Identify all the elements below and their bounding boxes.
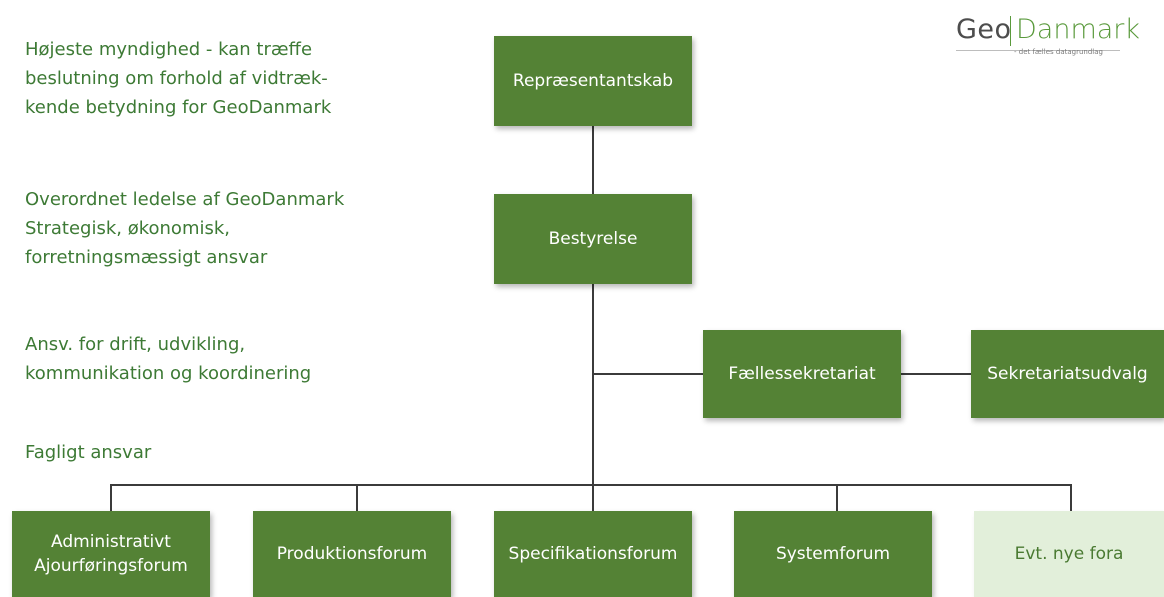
node-systemforum: Systemforum [734,511,932,597]
logo-geo-text: Geo [956,14,1012,45]
geodanmark-logo: Geo Danmark - det fælles datagrundlag [950,8,1140,68]
connector-trunk-faellessekretariat [593,373,703,375]
node-bestyrelse: Bestyrelse [494,194,692,284]
logo-tagline: - det fælles datagrundlag [1014,48,1103,56]
node-specifikationsforum-label: Specifikationsforum [508,544,678,564]
logo-separator [1010,16,1011,46]
logo-underline [956,50,1120,51]
node-administrativt-label: Administrativt Ajourføringsforum [34,532,188,576]
description-level-3: Ansv. for drift, udvikling, kommunikatio… [25,334,312,384]
connector-rep-best [592,126,594,194]
node-repraesentantskab: Repræsentantskab [494,36,692,126]
connector-drop-administrativt [110,484,112,511]
description-level-1: Højeste myndighed - kan træffe beslutnin… [25,39,332,118]
node-produktionsforum-label: Produktionsforum [276,544,428,564]
connector-forum-bus [110,484,1072,486]
node-repraesentantskab-label: Repræsentantskab [512,71,674,91]
logo-danmark-text: Danmark [1016,14,1141,45]
node-evt-nye-fora: Evt. nye fora [974,511,1164,597]
node-sekretariatsudvalg-label: Sekretariatsudvalg [987,364,1148,384]
connector-drop-systemforum [836,484,838,511]
node-systemforum-label: Systemforum [775,544,891,564]
node-administrativt-ajourfoeringsforum: Administrativt Ajourføringsforum [12,511,210,597]
node-produktionsforum: Produktionsforum [253,511,451,597]
node-faellessekretariat: Fællessekretariat [703,330,901,418]
connector-drop-produktionsforum [356,484,358,511]
node-sekretariatsudvalg: Sekretariatsudvalg [971,330,1164,418]
node-faellessekretariat-label: Fællessekretariat [728,364,876,384]
description-level-2: Overordnet ledelse af GeoDanmark Strateg… [25,189,345,268]
connector-best-trunk [592,284,594,511]
description-level-4: Fagligt ansvar [25,442,152,463]
node-evt-nye-fora-label: Evt. nye fora [1014,544,1124,564]
connector-drop-evt-nye-fora [1070,484,1072,511]
node-bestyrelse-label: Bestyrelse [548,229,638,249]
node-specifikationsforum: Specifikationsforum [494,511,692,597]
connector-faellessekretariat-sekretariatsudvalg [901,373,971,375]
